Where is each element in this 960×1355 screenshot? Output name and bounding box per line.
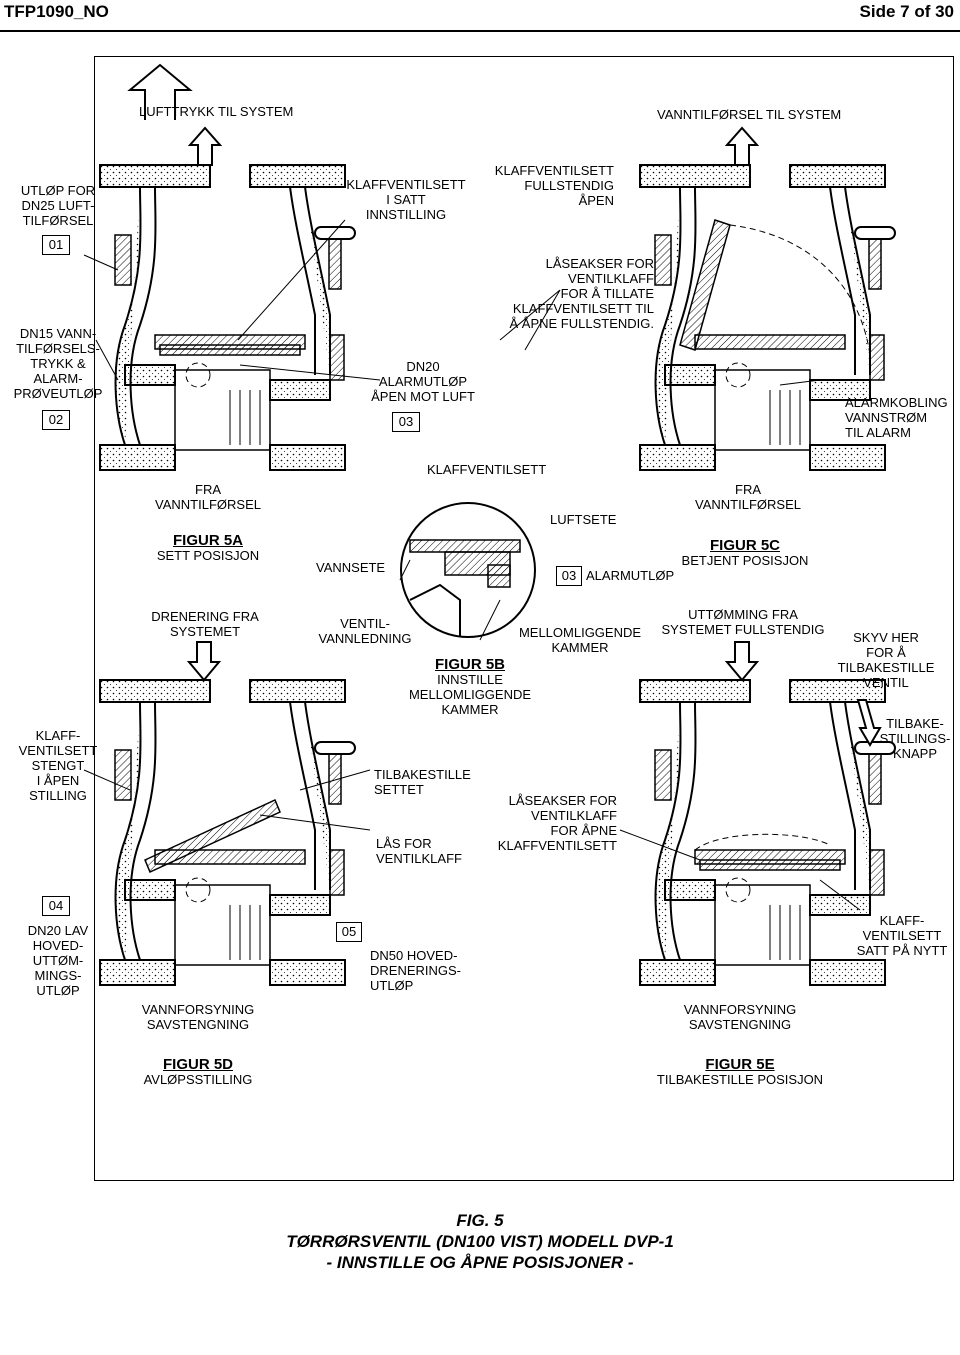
figure-5e-subtitle: TILBAKESTILLE POSISJON [656,1072,824,1087]
callout-03a: 03 [392,412,420,432]
label-mellomliggende: MELLOMLIGGENDE KAMMER [518,625,642,655]
label-skyv-her: SKYV HER FOR Å TILBAKESTILLE VENTIL [837,630,935,690]
document-id: TFP1090_NO [4,2,109,21]
header-rule [0,30,960,32]
label-dn15: DN15 VANN- TILFØRSELS- TRYKK & ALARM- PR… [13,326,103,401]
label-uttomming: UTTØMMING FRA SYSTEMET FULLSTENDIG [661,607,825,637]
label-las-for: LÅS FOR VENTILKLAFF [376,836,462,866]
label-alarmutlop: ALARMUTLØP [586,568,675,583]
figure-5c-title: FIGUR 5C [709,537,780,554]
figure-5d-subtitle: AVLØPSSTILLING [143,1072,253,1087]
page-number: Side 7 of 30 [859,2,954,21]
label-drenering: DRENERING FRA SYSTEMET [151,609,259,639]
figure-5c-subtitle: BETJENT POSISJON [681,553,809,568]
label-klaff-stengt: KLAFF- VENTILSETT STENGT I ÅPEN STILLING [18,728,98,803]
label-utlop-dn25: UTLØP FOR DN25 LUFT- TILFØRSEL [20,183,96,228]
label-fra-vann-c: FRA VANNTILFØRSEL [695,482,801,512]
figure-5d-title: FIGUR 5D [162,1056,233,1073]
label-klaffventilsett-satt: KLAFFVENTILSETT I SATT INNSTILLING [346,177,466,222]
figure-frame [94,56,954,1181]
label-fra-vann-a: FRA VANNTILFØRSEL [155,482,261,512]
figure-5b-subtitle: INNSTILLE MELLOMLIGGENDE KAMMER [408,672,532,717]
callout-03b: 03 [556,566,582,586]
callout-04: 04 [42,896,70,916]
caption-fig-number: FIG. 5 [456,1211,504,1230]
label-vannforsyning-e: VANNFORSYNING SAVSTENGNING [683,1002,797,1032]
callout-05: 05 [336,922,362,942]
caption-subtitle: - INNSTILLE OG ÅPNE POSISJONER - [326,1253,634,1272]
figure-5b-title: FIGUR 5B [434,656,505,673]
label-tilbakestille-settet: TILBAKESTILLE SETTET [374,767,471,797]
figure-5a-title: FIGUR 5A [172,532,243,549]
callout-01: 01 [42,235,70,255]
label-laseakser-apne: LÅSEAKSER FOR VENTILKLAFF FOR ÅPNE KLAFF… [497,793,617,853]
label-klaff-full-apen: KLAFFVENTILSETT FULLSTENDIG ÅPEN [494,163,614,208]
label-tilbakestillingsknapp: TILBAKE- STILLINGS- KNAPP [879,716,951,761]
label-dn50: DN50 HOVED- DRENERINGS- UTLØP [370,948,462,993]
figure-5a-subtitle: SETT POSISJON [156,548,260,563]
label-ventilvann: VENTIL- VANNLEDNING [318,616,412,646]
label-laseakser-tillate: LÅSEAKSER FOR VENTILKLAFF FOR Å TILLATE … [509,256,654,331]
label-luftsete: LUFTSETE [550,512,617,527]
label-vannsete: VANNSETE [316,560,386,575]
label-klaff-satt-nytt: KLAFF- VENTILSETT SATT PÅ NYTT [856,913,948,958]
label-dn20-lav: DN20 LAV HOVED- UTTØM- MINGS- UTLØP [27,923,89,998]
label-klaffventilsett: KLAFFVENTILSETT [427,462,547,477]
callout-02: 02 [42,410,70,430]
label-alarmkobling: ALARMKOBLING VANNSTRØM TIL ALARM [845,395,948,440]
label-vanntilforsel-system: VANNTILFØRSEL TIL SYSTEM [657,107,842,122]
label-lufttrykk: LUFTTRYKK TIL SYSTEM [139,104,294,119]
label-vannforsyning-d: VANNFORSYNING SAVSTENGNING [141,1002,255,1032]
label-dn20-alarm: DN20 ALARMUTLØP ÅPEN MOT LUFT [371,359,475,404]
caption-title: TØRRØRSVENTIL (DN100 VIST) MODELL DVP-1 [286,1232,674,1251]
figure-5e-title: FIGUR 5E [705,1056,775,1073]
